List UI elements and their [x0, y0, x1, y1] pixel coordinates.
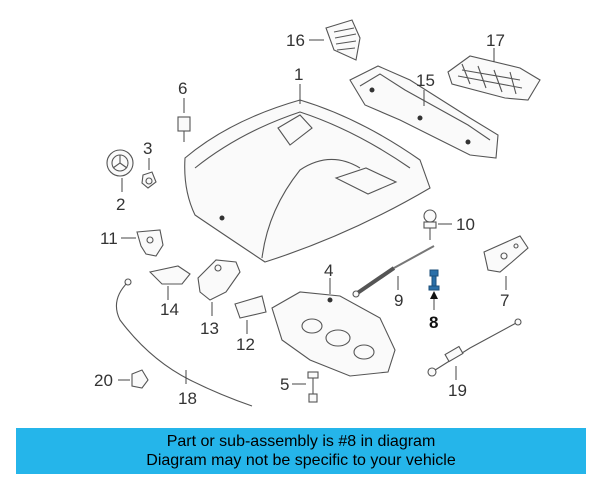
hood-panel[interactable] — [184, 99, 431, 263]
hood-lift-support[interactable] — [352, 245, 435, 298]
info-banner: Part or sub-assembly is #8 in diagram Di… — [16, 428, 586, 474]
callout-13: 13 — [200, 319, 219, 338]
callout-19: 19 — [448, 381, 467, 400]
callout-17: 17 — [486, 31, 505, 50]
callout-5: 5 — [280, 375, 289, 394]
bumper-stop[interactable] — [177, 116, 191, 142]
callout-3: 3 — [143, 139, 152, 158]
parts-diagram: 1 2 3 6 16 15 17 — [94, 19, 541, 408]
callout-9: 9 — [394, 291, 403, 310]
hood-latch[interactable] — [136, 229, 164, 257]
vent-grille[interactable] — [325, 19, 361, 61]
cable-clip[interactable] — [131, 369, 149, 389]
callout-4: 4 — [324, 261, 333, 280]
vent-panel[interactable] — [447, 55, 541, 101]
bolt-part-8[interactable] — [428, 269, 440, 291]
callout-18: 18 — [178, 389, 197, 408]
callout-2: 2 — [116, 195, 125, 214]
callout-10: 10 — [456, 215, 475, 234]
cowl-panel[interactable] — [349, 65, 499, 159]
callout-20: 20 — [94, 371, 113, 390]
callout-12: 12 — [236, 335, 255, 354]
callout-15: 15 — [416, 71, 435, 90]
banner-line-2: Diagram may not be specific to your vehi… — [146, 452, 456, 469]
latch-bracket[interactable] — [148, 265, 191, 285]
callout-8: 8 — [429, 313, 438, 332]
callout-7: 7 — [500, 291, 509, 310]
hood-hinge[interactable] — [483, 235, 529, 273]
release-handle[interactable] — [197, 259, 241, 301]
ball-stud[interactable] — [423, 209, 437, 240]
callout-11: 11 — [100, 229, 118, 248]
callout-1: 1 — [294, 65, 303, 84]
hood-insulator[interactable] — [271, 291, 396, 377]
push-clip[interactable] — [307, 371, 319, 403]
callout-6: 6 — [178, 79, 187, 98]
emblem[interactable] — [106, 149, 134, 177]
emblem-clip[interactable] — [141, 171, 157, 189]
mounting-bracket[interactable] — [234, 295, 267, 319]
release-cable[interactable] — [115, 278, 253, 407]
release-cable-assembly[interactable] — [427, 318, 522, 377]
banner-line-1: Part or sub-assembly is #8 in diagram — [166, 433, 436, 450]
callout-16: 16 — [286, 31, 305, 50]
callout-14: 14 — [160, 300, 179, 319]
